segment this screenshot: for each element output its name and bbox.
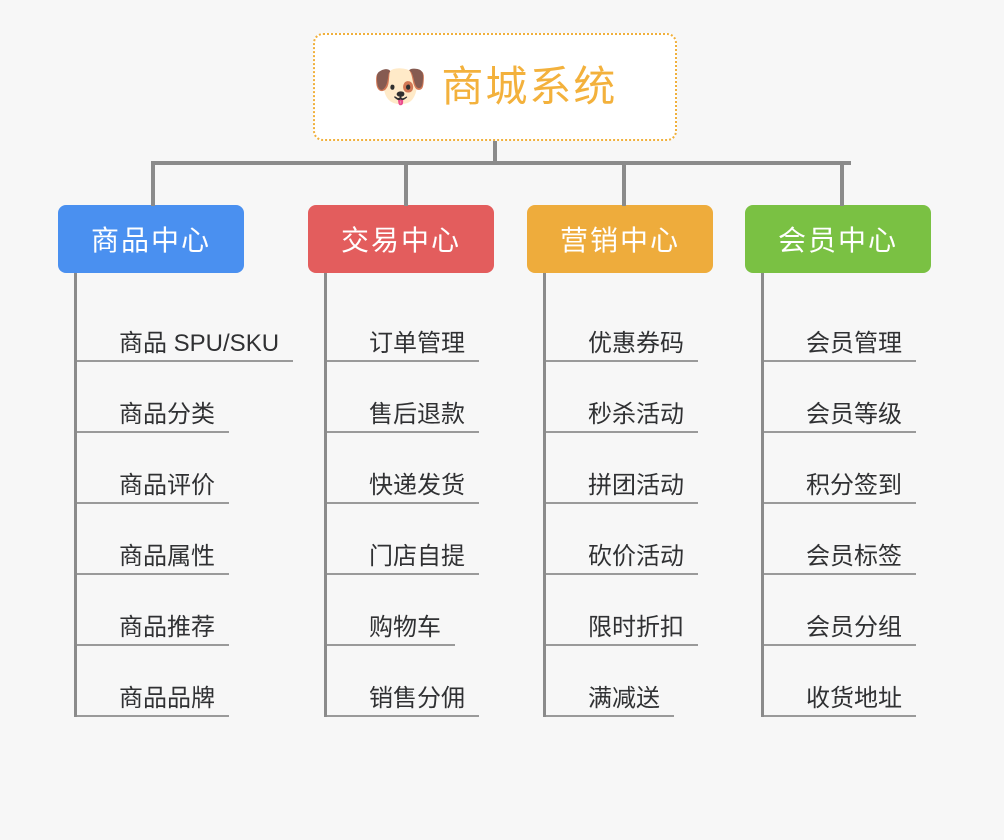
leaf-label: 商品 SPU/SKU [119, 330, 280, 357]
leaf-underline [77, 715, 229, 717]
leaf-underline [77, 431, 229, 433]
leaf-underline [764, 502, 916, 504]
leaf-label: 满减送 [588, 685, 660, 712]
leaf-underline [546, 502, 698, 504]
leaf-node[interactable]: 订单管理 [327, 291, 494, 362]
leaf-node[interactable]: 积分签到 [764, 433, 931, 504]
leaf-underline [327, 360, 479, 362]
dog-face-icon: 🐶 [372, 62, 428, 111]
leaf-node[interactable]: 商品属性 [77, 504, 287, 575]
leaf-underline [764, 715, 916, 717]
leaf-label: 优惠券码 [588, 330, 684, 357]
leaf-label: 商品评价 [119, 472, 215, 499]
leaf-label: 快递发货 [369, 472, 465, 499]
leaf-label: 订单管理 [369, 330, 465, 357]
leaf-node[interactable]: 购物车 [327, 575, 494, 646]
category-column-2: 交易中心订单管理售后退款快递发货门店自提购物车销售分佣 [308, 205, 494, 717]
leaf-node[interactable]: 限时折扣 [546, 575, 713, 646]
root-title: 商城系统 [441, 63, 618, 110]
leaf-label: 收货地址 [806, 685, 902, 712]
category-label: 商品中心 [90, 225, 211, 256]
leaf-label: 商品属性 [119, 543, 215, 570]
leaf-node[interactable]: 会员分组 [764, 575, 931, 646]
leaf-label: 砍价活动 [588, 543, 684, 570]
connector-drop-4 [840, 161, 844, 206]
leaf-underline [77, 573, 229, 575]
category-label: 会员中心 [777, 225, 898, 256]
category-header-3[interactable]: 营销中心 [527, 205, 713, 273]
category-header-2[interactable]: 交易中心 [308, 205, 494, 273]
category-column-3: 营销中心优惠券码秒杀活动拼团活动砍价活动限时折扣满减送 [527, 205, 713, 717]
leaf-label: 销售分佣 [369, 685, 465, 712]
leaf-node[interactable]: 商品推荐 [77, 575, 287, 646]
leaf-label: 秒杀活动 [588, 401, 684, 428]
connector-drop-1 [151, 161, 155, 206]
leaf-node[interactable]: 拼团活动 [546, 433, 713, 504]
category-header-4[interactable]: 会员中心 [745, 205, 931, 273]
leaf-underline [546, 715, 674, 717]
leaf-node[interactable]: 秒杀活动 [546, 362, 713, 433]
leaf-underline [764, 360, 916, 362]
connector-root-stem [493, 141, 497, 165]
root-node[interactable]: 🐶 商城系统 [313, 33, 677, 141]
leaf-label: 会员标签 [806, 543, 902, 570]
leaf-node[interactable]: 商品评价 [77, 433, 287, 504]
leaf-node[interactable]: 商品品牌 [77, 646, 287, 717]
leaf-label: 会员分组 [806, 614, 902, 641]
leaf-node[interactable]: 会员管理 [764, 291, 931, 362]
connector-drop-2 [404, 161, 408, 206]
category-column-4: 会员中心会员管理会员等级积分签到会员标签会员分组收货地址 [745, 205, 931, 717]
leaf-node[interactable]: 销售分佣 [327, 646, 494, 717]
leaf-label: 购物车 [369, 614, 441, 641]
leaf-label: 会员管理 [806, 330, 902, 357]
leaf-node[interactable]: 会员等级 [764, 362, 931, 433]
category-branch-4: 会员管理会员等级积分签到会员标签会员分组收货地址 [761, 273, 931, 717]
connector-drop-3 [622, 161, 626, 206]
leaf-underline [764, 644, 916, 646]
leaf-label: 商品分类 [119, 401, 215, 428]
leaf-underline [546, 431, 698, 433]
leaf-underline [327, 715, 479, 717]
leaf-node[interactable]: 售后退款 [327, 362, 494, 433]
leaf-node[interactable]: 收货地址 [764, 646, 931, 717]
leaf-label: 商品品牌 [119, 685, 215, 712]
leaf-underline [77, 644, 229, 646]
leaf-underline [764, 573, 916, 575]
leaf-label: 拼团活动 [588, 472, 684, 499]
leaf-node[interactable]: 会员标签 [764, 504, 931, 575]
leaf-node[interactable]: 快递发货 [327, 433, 494, 504]
leaf-underline [764, 431, 916, 433]
leaf-label: 会员等级 [806, 401, 902, 428]
leaf-node[interactable]: 门店自提 [327, 504, 494, 575]
leaf-underline [546, 573, 698, 575]
leaf-node[interactable]: 满减送 [546, 646, 713, 717]
category-label: 交易中心 [340, 225, 461, 256]
leaf-underline [546, 360, 698, 362]
leaf-node[interactable]: 砍价活动 [546, 504, 713, 575]
leaf-underline [77, 360, 293, 362]
leaf-node[interactable]: 商品分类 [77, 362, 287, 433]
leaf-underline [327, 502, 479, 504]
connector-horizontal-bus [151, 161, 851, 165]
category-branch-3: 优惠券码秒杀活动拼团活动砍价活动限时折扣满减送 [543, 273, 713, 717]
leaf-label: 限时折扣 [588, 614, 684, 641]
category-branch-2: 订单管理售后退款快递发货门店自提购物车销售分佣 [324, 273, 494, 717]
category-branch-1: 商品 SPU/SKU 商品分类商品评价商品属性商品推荐商品品牌 [74, 273, 293, 717]
leaf-underline [327, 644, 455, 646]
leaf-label: 积分签到 [806, 472, 902, 499]
leaf-underline [77, 502, 229, 504]
leaf-label: 售后退款 [369, 401, 465, 428]
leaf-node[interactable]: 商品 SPU/SKU [77, 291, 293, 362]
category-header-1[interactable]: 商品中心 [58, 205, 244, 273]
leaf-underline [546, 644, 698, 646]
leaf-label: 商品推荐 [119, 614, 215, 641]
category-label: 营销中心 [559, 225, 680, 256]
leaf-underline [327, 431, 479, 433]
leaf-label: 门店自提 [369, 543, 465, 570]
leaf-node[interactable]: 优惠券码 [546, 291, 713, 362]
leaf-underline [327, 573, 479, 575]
category-column-1: 商品中心商品 SPU/SKU 商品分类商品评价商品属性商品推荐商品品牌 [58, 205, 293, 717]
